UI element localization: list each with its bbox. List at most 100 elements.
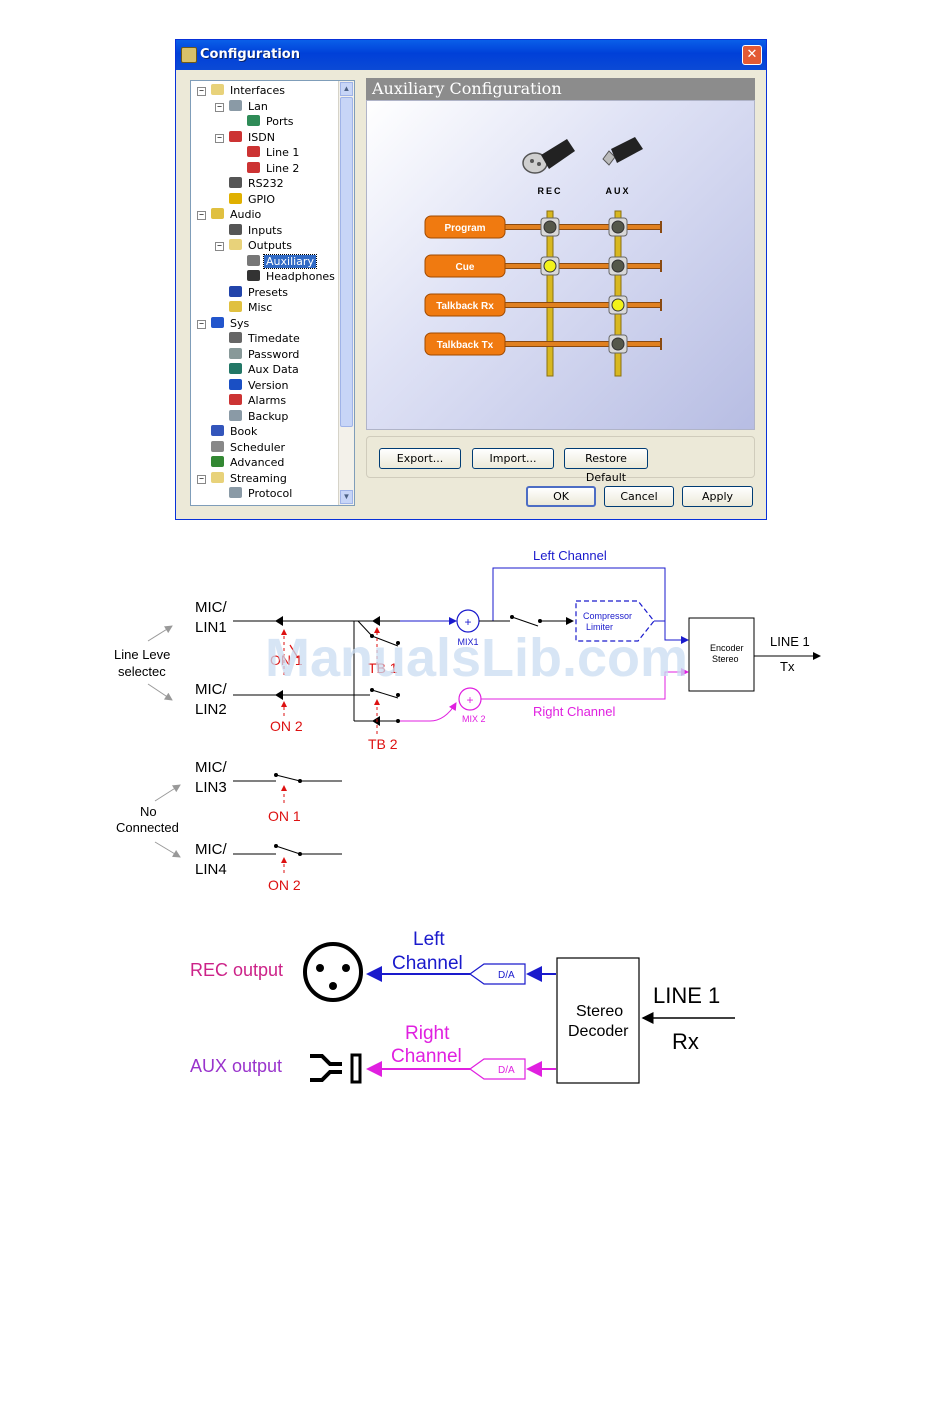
tree-item-lan[interactable]: Lan xyxy=(229,99,270,115)
tree-item-inputs[interactable]: Inputs xyxy=(229,223,284,239)
tree-expander-icon[interactable]: − xyxy=(215,102,224,112)
source-button[interactable] xyxy=(424,254,506,278)
jack-connector-icon xyxy=(602,137,643,166)
music-note-icon xyxy=(229,285,242,297)
tb2-label: TB 2 xyxy=(368,736,398,752)
mic4-label-a: MIC/ xyxy=(195,841,227,858)
xlr-connector-icon xyxy=(522,139,575,174)
tree-item-label: Headphones xyxy=(266,270,335,283)
source-button[interactable] xyxy=(424,293,506,317)
tree-expander-icon[interactable]: − xyxy=(197,87,206,96)
encoder-label-1: Encoder xyxy=(710,643,744,653)
tree-item-streaming[interactable]: Streaming xyxy=(211,471,289,487)
data-icon xyxy=(229,363,242,374)
speaker-icon xyxy=(211,208,224,219)
mic2-label-b: LIN2 xyxy=(195,701,227,718)
mic1-label-a: MIC/ xyxy=(195,599,227,616)
tree-item-auxiliary[interactable]: Auxiliary xyxy=(247,253,317,270)
tree-item-presets[interactable]: Presets xyxy=(229,285,290,301)
network-icon xyxy=(229,487,242,498)
restore-default-button[interactable]: Restore Default xyxy=(564,448,648,484)
tree-item-timedate[interactable]: Timedate xyxy=(229,332,302,347)
tree-item-protocol[interactable]: Protocol xyxy=(229,487,294,502)
tree-item-headphones[interactable]: Headphones xyxy=(247,270,337,285)
tree-item-isdn[interactable]: ISDN xyxy=(229,130,277,146)
no-connected-label-a: No xyxy=(140,804,157,819)
output-routing-diagram: REC output AUX output D/A Left Channel D… xyxy=(190,929,735,1084)
book-icon xyxy=(211,425,224,436)
network-icon xyxy=(229,99,242,111)
tree-item-line-2[interactable]: Line 2 xyxy=(247,161,301,177)
tree-item-audio[interactable]: Audio xyxy=(211,208,263,223)
tree-item-line-1[interactable]: Line 1 xyxy=(247,146,301,161)
tree-item-outputs[interactable]: Outputs xyxy=(229,239,294,254)
tree-item-label: Inputs xyxy=(248,223,283,237)
tree-item-password[interactable]: Password xyxy=(229,347,301,363)
panel-title: Auxiliary Configuration xyxy=(366,78,755,100)
tree-item-label: Book xyxy=(230,425,258,438)
source-button[interactable] xyxy=(424,215,506,239)
mic3-label-a: MIC/ xyxy=(195,759,227,776)
tree-scrollbar[interactable]: ▲ ▼ xyxy=(338,81,354,505)
tree-expander-icon[interactable]: − xyxy=(215,242,224,251)
import-button[interactable]: Import... xyxy=(472,448,554,469)
keys-icon xyxy=(229,347,242,359)
tree-item-label: Audio xyxy=(230,208,262,221)
title-bar[interactable]: Configuration ✕ xyxy=(176,40,766,70)
scroll-down-icon[interactable]: ▼ xyxy=(340,490,353,504)
help-icon xyxy=(229,378,242,390)
scroll-thumb[interactable] xyxy=(340,97,353,427)
tree-expander-icon[interactable]: − xyxy=(197,474,206,484)
right-channel-label-b: Channel xyxy=(391,1046,462,1067)
close-button[interactable]: ✕ xyxy=(742,45,762,65)
encoder-label-2: Stereo xyxy=(712,654,739,664)
headphones-icon xyxy=(247,270,260,281)
compressor-label-2: Limiter xyxy=(586,622,613,632)
tree-item-gpio[interactable]: GPIO xyxy=(229,192,277,208)
mic3-label-b: LIN3 xyxy=(195,779,227,796)
left-channel-label-a: Left xyxy=(413,929,445,950)
apply-button[interactable]: Apply xyxy=(682,486,753,507)
cancel-button[interactable]: Cancel xyxy=(604,486,674,507)
tree-item-aux-data[interactable]: Aux Data xyxy=(229,363,301,378)
tree-item-scheduler[interactable]: Scheduler xyxy=(211,440,287,456)
tree-item-sys[interactable]: Sys xyxy=(211,316,251,332)
tree-expander-icon[interactable]: − xyxy=(197,211,206,220)
rec-rail xyxy=(546,210,554,377)
tree-item-label: Presets xyxy=(248,285,289,299)
routing-bus xyxy=(504,302,662,308)
speaker-icon xyxy=(229,301,242,312)
network-icon xyxy=(229,409,242,421)
tree-item-book[interactable]: Book xyxy=(211,425,259,440)
tree-item-misc[interactable]: Misc xyxy=(229,301,274,316)
on1-bottom-label: ON 1 xyxy=(268,808,301,824)
tree-item-ports[interactable]: Ports xyxy=(247,115,296,130)
mix2-label: MIX 2 xyxy=(462,714,486,724)
tree-item-label: Misc xyxy=(248,301,273,314)
scheduler-icon xyxy=(211,440,224,452)
tree-item-label: Interfaces xyxy=(230,84,285,97)
tree-item-backup[interactable]: Backup xyxy=(229,409,290,425)
source-button[interactable] xyxy=(424,332,506,356)
source-button-label: Talkback Tx xyxy=(437,340,494,351)
tree-item-label: RS232 xyxy=(248,177,284,190)
tree-item-alarms[interactable]: Alarms xyxy=(229,394,288,409)
tree-item-label: Lan xyxy=(248,99,268,113)
left-channel-label: Left Channel xyxy=(533,548,607,563)
tree-item-label: Protocol xyxy=(248,487,293,500)
tree-item-version[interactable]: Version xyxy=(229,378,290,394)
tree-expander-icon[interactable]: − xyxy=(215,133,224,143)
decoder-label-a: Stereo xyxy=(576,1003,623,1020)
export-button[interactable]: Export... xyxy=(379,448,461,469)
tree-item-advanced[interactable]: Advanced xyxy=(211,456,286,471)
on2-bottom-label: ON 2 xyxy=(268,877,301,893)
scroll-up-icon[interactable]: ▲ xyxy=(340,82,353,96)
tree-item-interfaces[interactable]: Interfaces xyxy=(211,84,287,99)
tree-item-label: Outputs xyxy=(248,239,292,252)
ok-button[interactable]: OK xyxy=(526,486,596,507)
tree-expander-icon[interactable]: − xyxy=(197,319,206,329)
tree-item-label: GPIO xyxy=(248,192,276,206)
line-icon xyxy=(247,146,260,157)
isdn-icon xyxy=(229,130,242,142)
tree-item-rs232[interactable]: RS232 xyxy=(229,177,286,192)
